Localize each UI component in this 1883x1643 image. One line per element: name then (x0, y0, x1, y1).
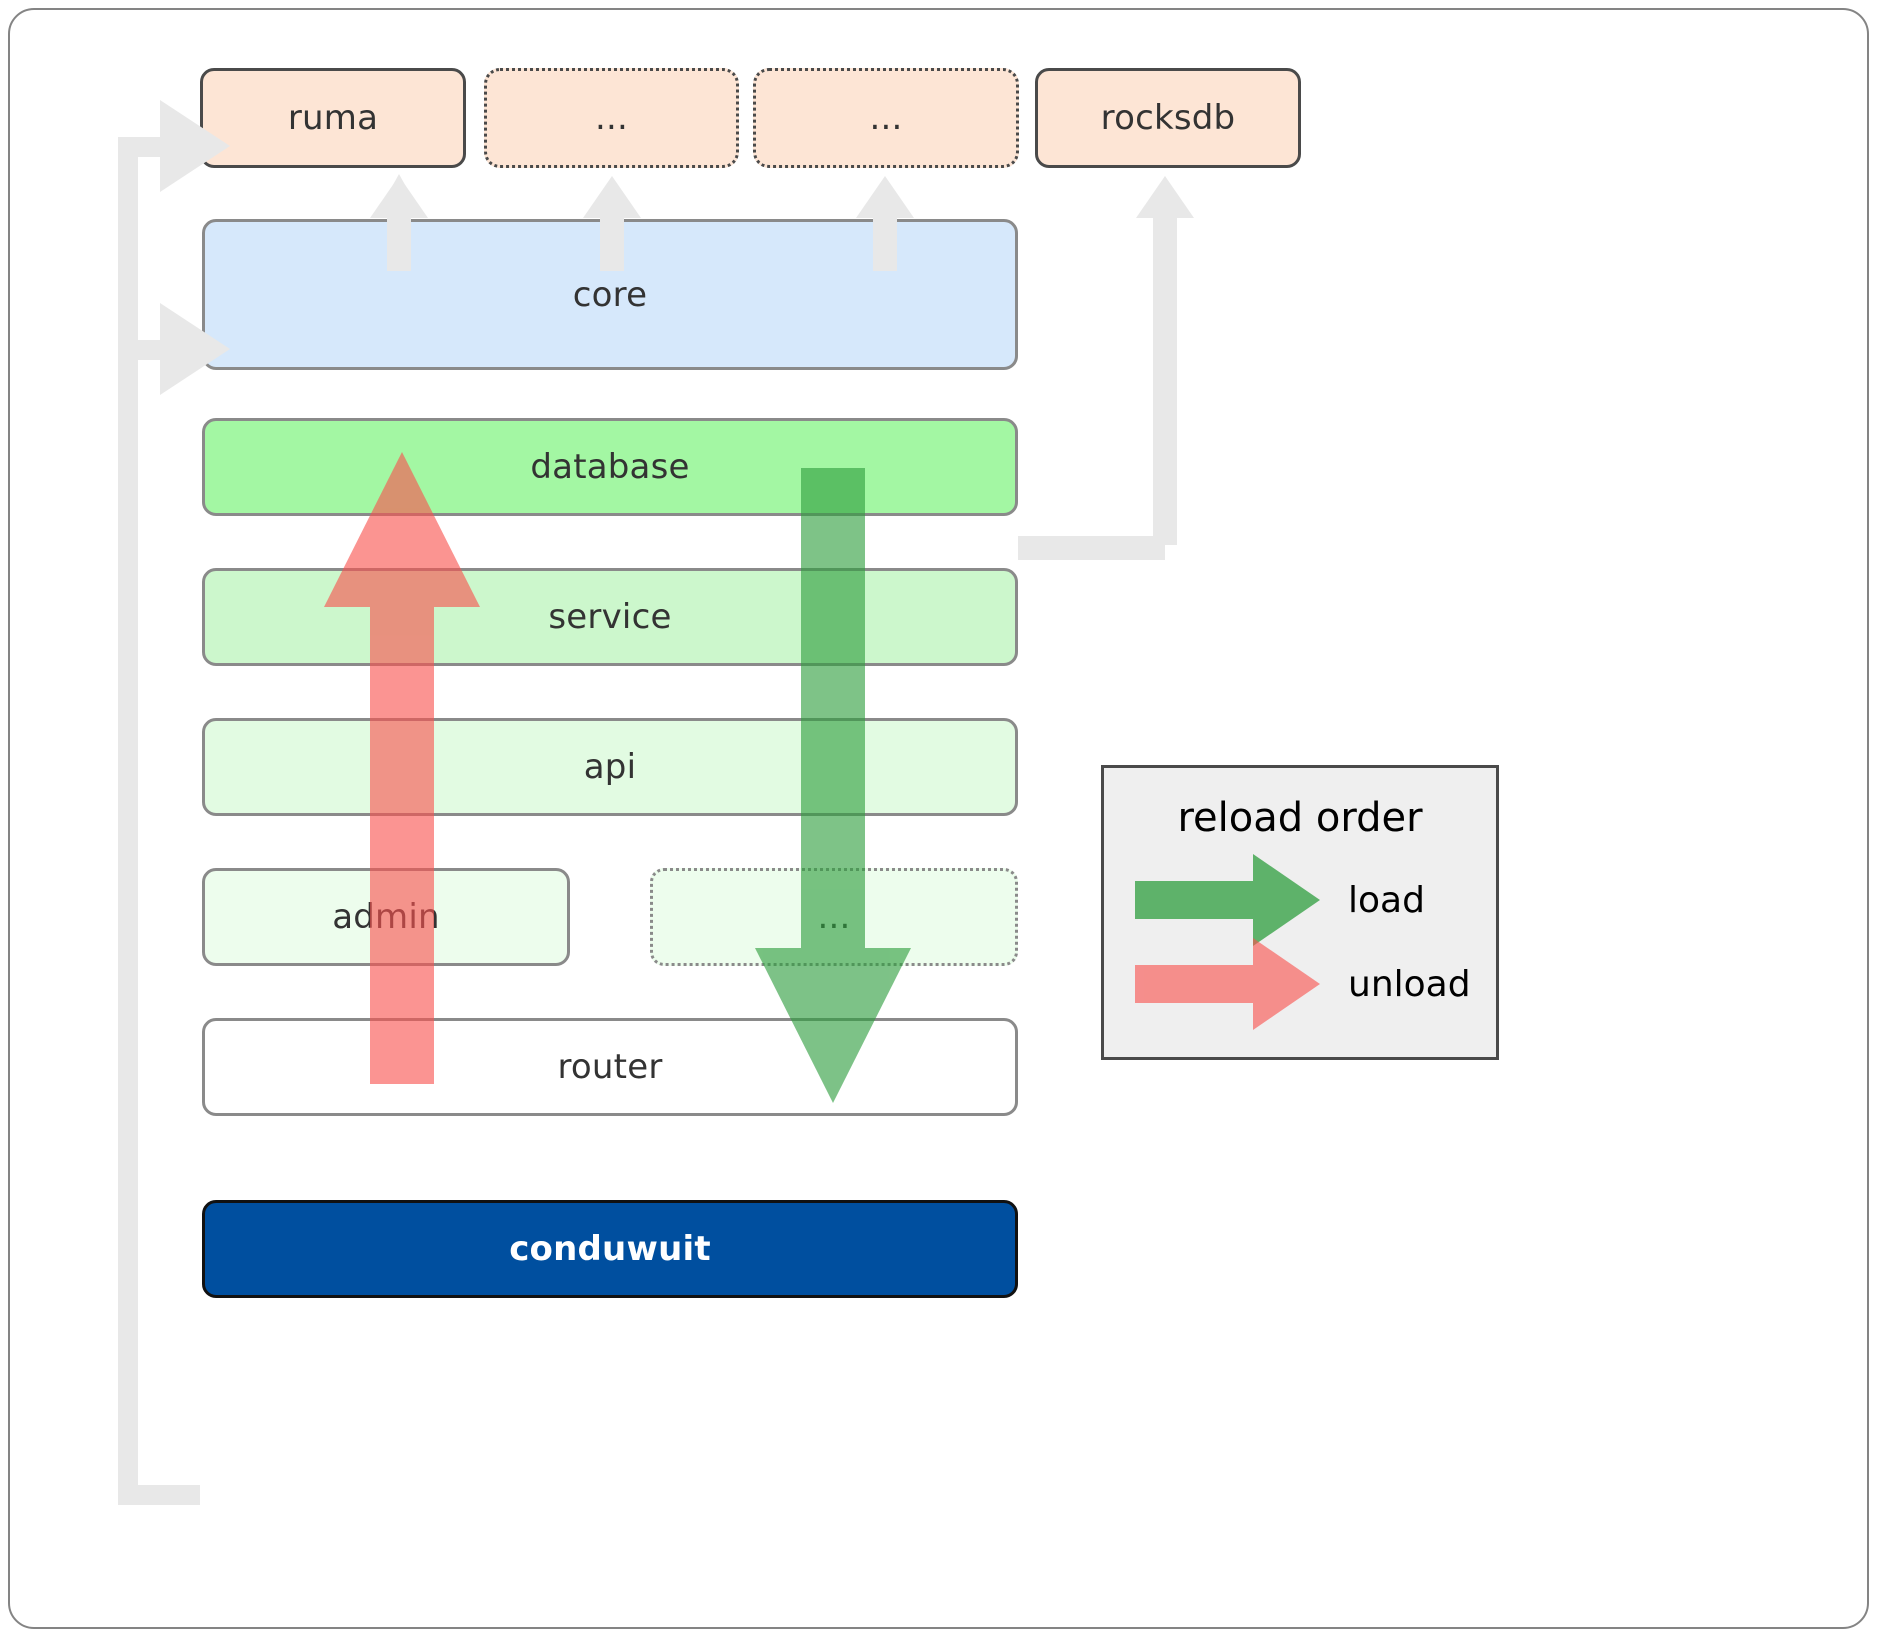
legend-title: reload order (1177, 795, 1423, 841)
node-admin[interactable]: admin (202, 868, 570, 966)
node-dep-placeholder-2-label: ... (869, 98, 903, 138)
node-router[interactable]: router (202, 1018, 1018, 1116)
node-service[interactable]: service (202, 568, 1018, 666)
node-router-label: router (557, 1047, 663, 1087)
node-api[interactable]: api (202, 718, 1018, 816)
node-core-label: core (572, 274, 648, 315)
node-layer-placeholder-label: ... (817, 897, 851, 937)
node-rocksdb-label: rocksdb (1100, 98, 1236, 138)
legend-label-load: load (1348, 880, 1425, 921)
legend-label-unload: unload (1348, 964, 1471, 1005)
node-database[interactable]: database (202, 418, 1018, 516)
node-core[interactable]: core (202, 219, 1018, 370)
node-rocksdb[interactable]: rocksdb (1035, 68, 1301, 168)
node-api-label: api (583, 747, 637, 787)
node-dep-placeholder-1-label: ... (594, 98, 629, 138)
node-database-label: database (530, 447, 690, 487)
node-ruma[interactable]: ruma (200, 68, 466, 168)
node-conduwuit[interactable]: conduwuit (202, 1200, 1018, 1298)
node-layer-placeholder[interactable]: ... (650, 868, 1018, 966)
node-conduwuit-label: conduwuit (509, 1229, 711, 1269)
node-service-label: service (548, 597, 672, 637)
node-dep-placeholder-1[interactable]: ... (484, 68, 739, 168)
node-dep-placeholder-2[interactable]: ... (753, 68, 1019, 168)
node-admin-label: admin (332, 897, 440, 937)
node-ruma-label: ruma (287, 98, 379, 138)
